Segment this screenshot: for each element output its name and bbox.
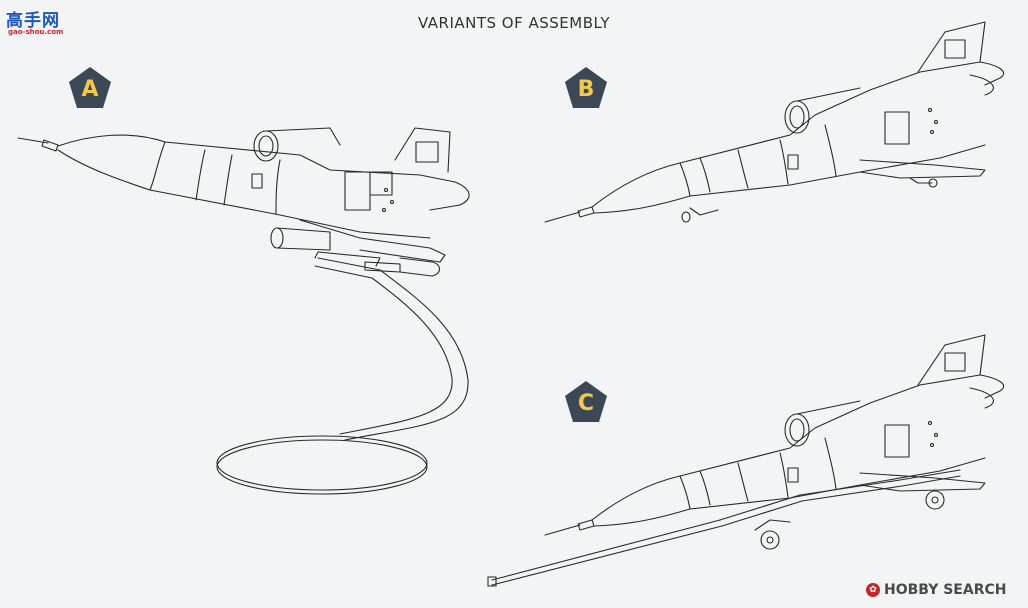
page-title: VARIANTS OF ASSEMBLY: [417, 14, 611, 32]
watermark-cn-text: 高手网: [6, 11, 60, 31]
variant-b-missile: [544, 21, 1005, 223]
pentagon-icon: [565, 67, 607, 108]
pentagon-icon: [565, 381, 607, 422]
variant-label-a: A: [81, 77, 99, 102]
watermark-bottom-right: ✿ HOBBY SEARCH: [866, 580, 1006, 600]
variant-label-c: C: [577, 391, 595, 416]
pentagon-icon: [69, 67, 111, 108]
hobby-search-logo-icon: ✿: [866, 583, 880, 597]
variant-a-missile-on-stand: [17, 127, 470, 495]
variant-badge-c: C: [564, 380, 608, 424]
variant-badge-b: B: [564, 66, 608, 110]
watermark-top-left: 高手网 gao-shou.com: [6, 6, 70, 40]
variant-c-missile-on-trolley: [487, 334, 1005, 587]
variant-label-b: B: [577, 77, 595, 102]
watermark-url-text: gao-shou.com: [8, 28, 64, 36]
watermark-brand-text: HOBBY SEARCH: [884, 582, 1007, 598]
variant-badge-a: A: [68, 66, 112, 110]
